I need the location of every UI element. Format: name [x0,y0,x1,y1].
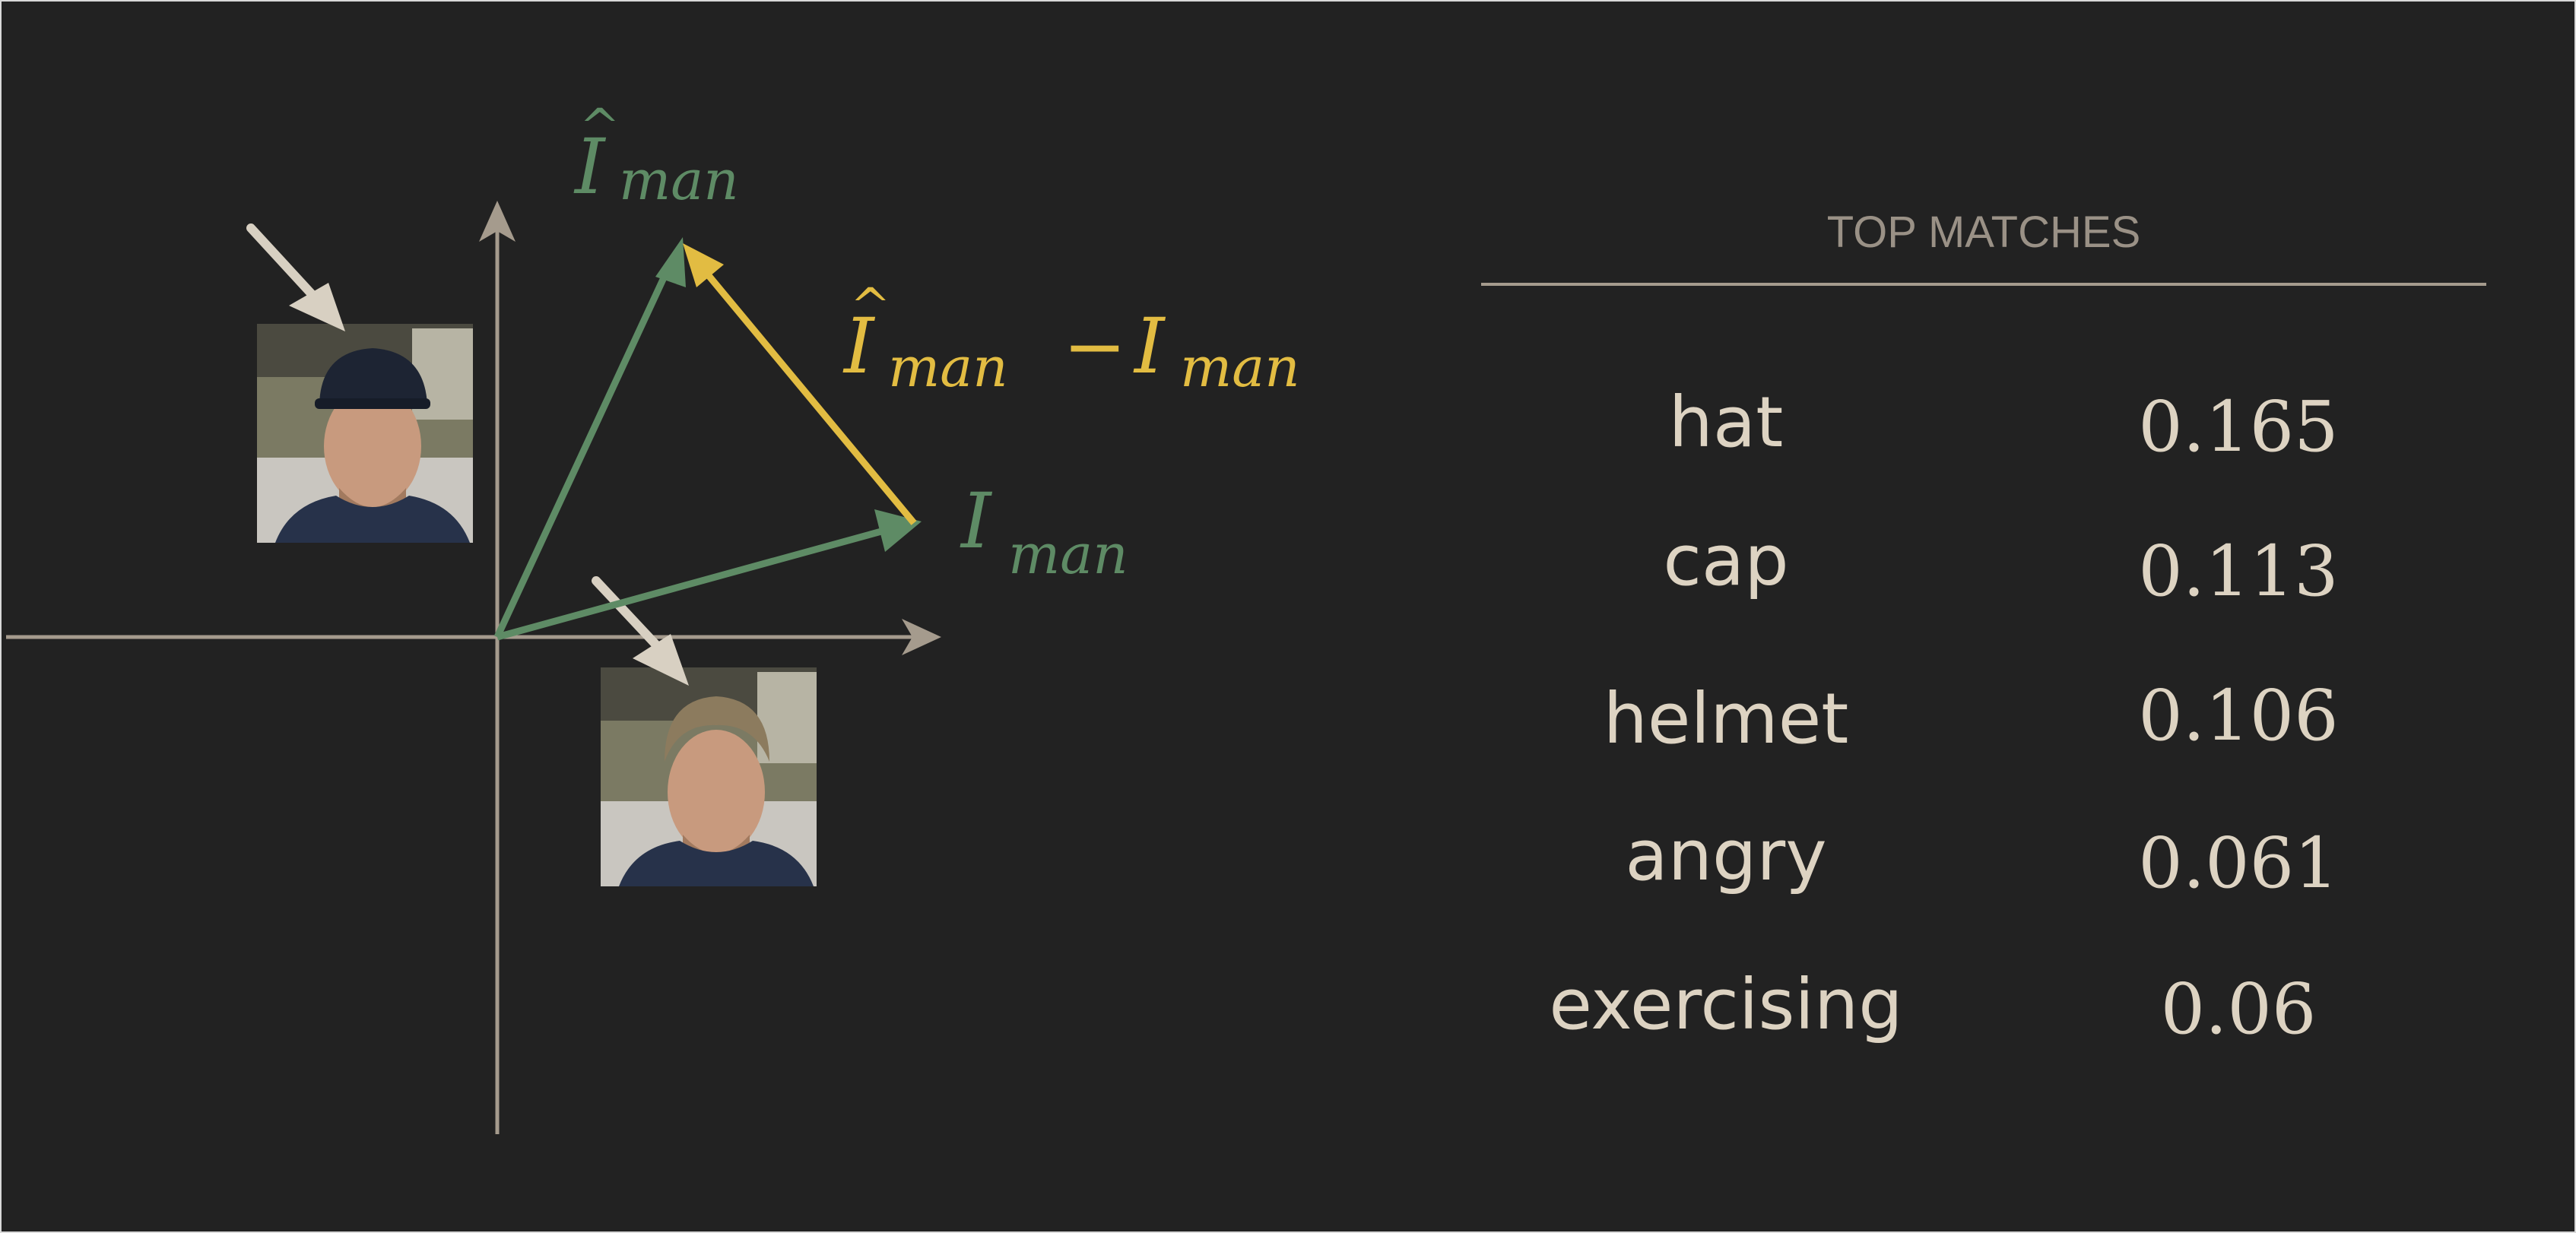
label-difference-operator: − [1063,302,1127,391]
photo-man-with-cap [257,324,473,543]
match-word-3: helmet [1603,678,1849,759]
match-score-4: 0.061 [2138,823,2339,904]
match-score-3: 0.106 [2138,675,2339,756]
label-i-hat-man-base: I [573,122,607,211]
label-difference-right-base: I [1133,302,1166,391]
label-difference-left-base: I [842,302,876,391]
label-i-man-base: I [960,477,993,566]
top-matches-heading: TOP MATCHES [1826,208,2141,257]
match-score-1: 0.165 [2138,386,2339,468]
top-matches-divider [1481,283,2486,286]
match-word-5: exercising [1549,964,1903,1045]
vector-i-hat-man [493,237,686,639]
match-score-5: 0.06 [2160,968,2317,1050]
label-i-hat-man-accent: ^ [579,99,620,155]
label-difference-right-sub: man [1180,335,1300,399]
match-word-4: angry [1625,815,1827,896]
photo-man-without-cap [601,667,817,886]
label-difference-left-accent: ^ [850,278,891,334]
label-i-man: I man [960,477,1128,586]
match-word-2: cap [1663,520,1789,601]
label-difference: I ^ man − I man [842,278,1300,399]
label-difference-left-sub: man [888,335,1008,399]
label-i-man-sub: man [1008,522,1128,586]
label-i-hat-man-sub: man [619,148,739,212]
label-i-hat-man: I ^ man [573,99,739,212]
match-word-1: hat [1668,382,1784,463]
pointer-arrow-head [592,576,689,686]
axes [6,201,941,1134]
vector-difference [683,243,917,525]
x-axis-arrowhead [902,619,941,655]
match-score-2: 0.113 [2138,531,2339,612]
pointer-arrow-cap [246,223,345,331]
y-axis-arrowhead [479,201,516,242]
vector-i-man [496,509,922,641]
